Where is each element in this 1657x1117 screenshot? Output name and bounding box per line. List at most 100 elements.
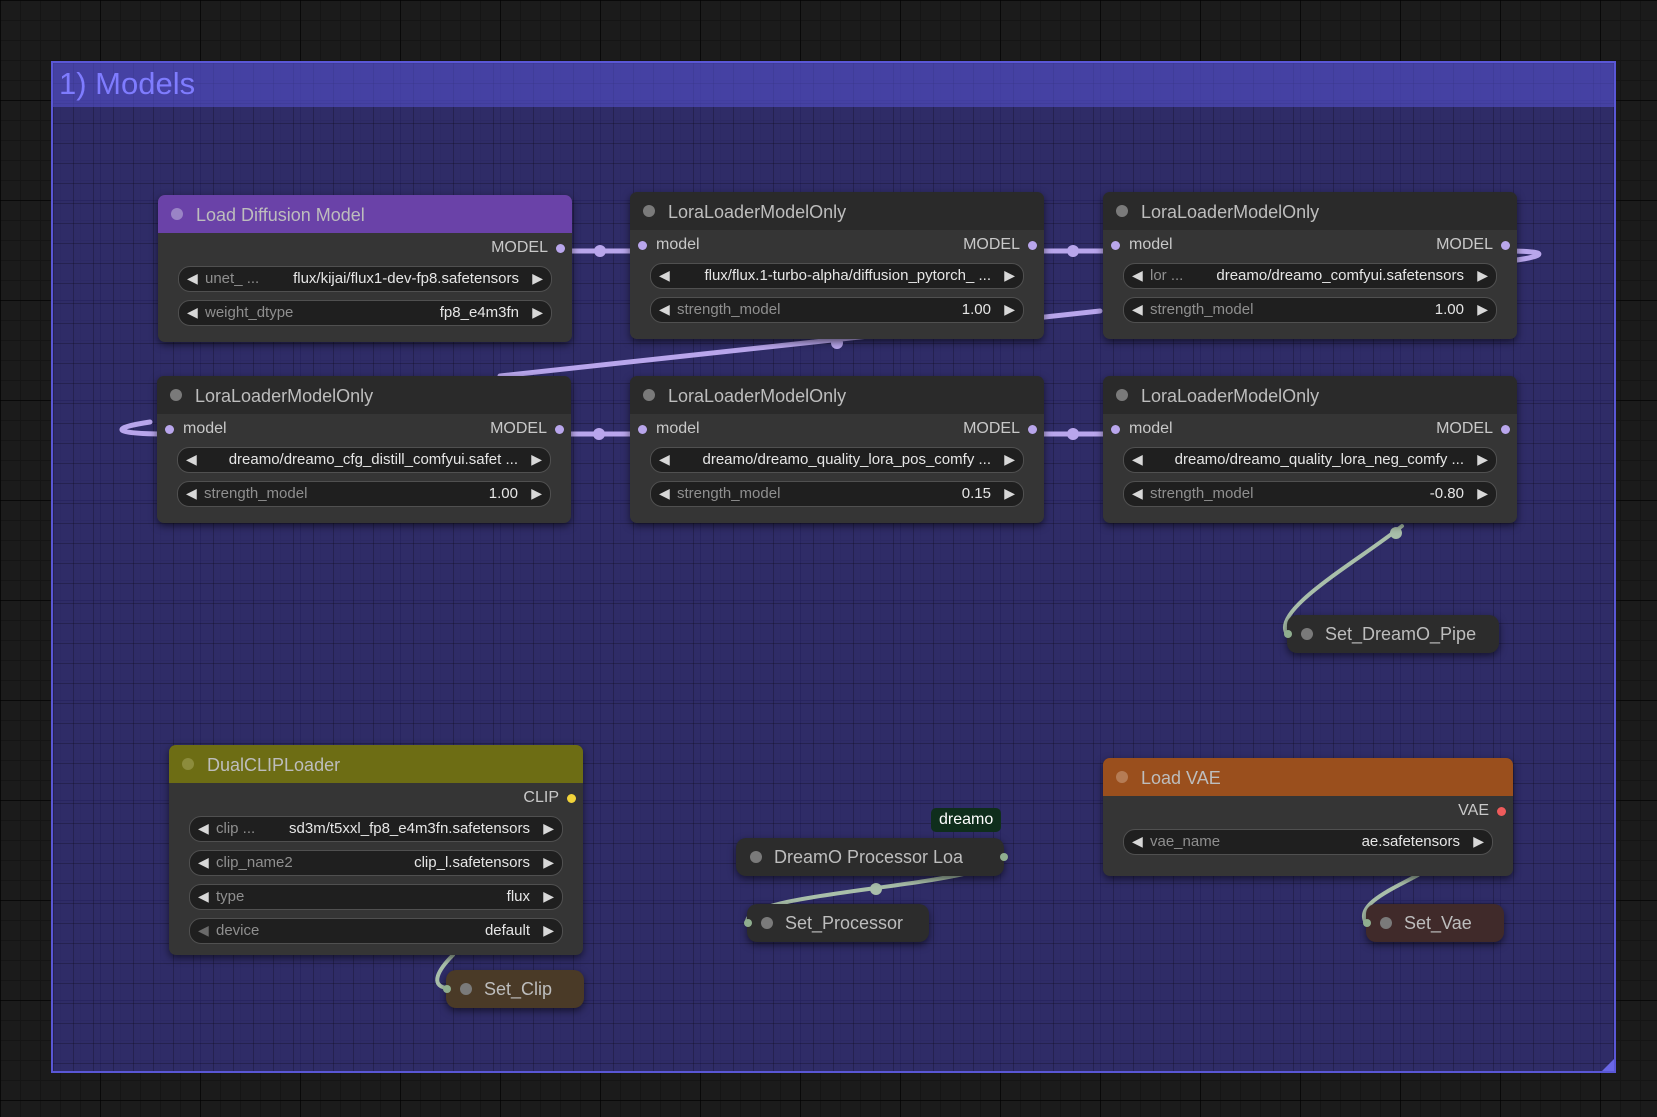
- collapse-dot[interactable]: [1116, 771, 1128, 783]
- widget-strength-model[interactable]: ◀ strength_model 1.00 ▶: [650, 297, 1024, 323]
- node-dreamo-processor-loader[interactable]: DreamO Processor Loa: [736, 838, 1008, 876]
- node-set-vae[interactable]: Set_Vae: [1363, 904, 1504, 942]
- node-title-bar[interactable]: LoraLoaderModelOnly: [1103, 192, 1517, 230]
- input-slot[interactable]: [744, 919, 752, 927]
- increment-arrow-icon[interactable]: ▶: [531, 485, 542, 501]
- decrement-arrow-icon[interactable]: ◀: [186, 485, 197, 501]
- decrement-arrow-icon[interactable]: ◀: [1132, 451, 1143, 467]
- input-slot[interactable]: [1111, 425, 1120, 434]
- node-title-bar[interactable]: LoraLoaderModelOnly: [630, 376, 1044, 414]
- widget-strength-model[interactable]: ◀ strength_model 1.00 ▶: [1123, 297, 1497, 323]
- increment-arrow-icon[interactable]: ▶: [543, 922, 554, 938]
- decrement-arrow-icon[interactable]: ◀: [186, 451, 197, 467]
- collapse-dot[interactable]: [171, 208, 183, 220]
- node-title-bar[interactable]: LoraLoaderModelOnly: [1103, 376, 1517, 414]
- increment-arrow-icon[interactable]: ▶: [532, 270, 543, 286]
- node-title-bar[interactable]: LoraLoaderModelOnly: [157, 376, 571, 414]
- decrement-arrow-icon[interactable]: ◀: [1132, 267, 1143, 283]
- collapse-dot[interactable]: [182, 758, 194, 770]
- output-slot[interactable]: [1000, 853, 1008, 861]
- increment-arrow-icon[interactable]: ▶: [1004, 451, 1015, 467]
- collapse-dot[interactable]: [1380, 917, 1392, 929]
- increment-arrow-icon[interactable]: ▶: [1473, 833, 1484, 849]
- widget-lora-name[interactable]: ◀ dreamo/dreamo_quality_lora_neg_comfy .…: [1123, 447, 1497, 473]
- collapse-dot[interactable]: [1116, 205, 1128, 217]
- node-title-bar[interactable]: Load VAE: [1103, 758, 1513, 796]
- decrement-arrow-icon[interactable]: ◀: [198, 888, 209, 904]
- decrement-arrow-icon[interactable]: ◀: [187, 270, 198, 286]
- widget-clip-name2[interactable]: ◀ clip_name2 clip_l.safetensors ▶: [189, 850, 563, 876]
- widget-lora-name[interactable]: ◀ lor ... dreamo/dreamo_comfyui.safetens…: [1123, 263, 1497, 289]
- increment-arrow-icon[interactable]: ▶: [1004, 267, 1015, 283]
- collapse-dot[interactable]: [643, 389, 655, 401]
- widget-lora-name[interactable]: ◀ flux/flux.1-turbo-alpha/diffusion_pyto…: [650, 263, 1024, 289]
- output-slot[interactable]: [1497, 807, 1506, 816]
- decrement-arrow-icon[interactable]: ◀: [1132, 833, 1143, 849]
- node-load-diffusion-model[interactable]: Load Diffusion Model MODEL ◀ unet_ ... f…: [158, 195, 572, 342]
- widget-lora-name[interactable]: ◀ dreamo/dreamo_quality_lora_pos_comfy .…: [650, 447, 1024, 473]
- input-slot[interactable]: [1284, 630, 1292, 638]
- decrement-arrow-icon[interactable]: ◀: [1132, 485, 1143, 501]
- input-slot[interactable]: [638, 425, 647, 434]
- collapse-dot[interactable]: [1116, 389, 1128, 401]
- node-title-bar[interactable]: LoraLoaderModelOnly: [630, 192, 1044, 230]
- input-slot[interactable]: [1363, 919, 1371, 927]
- widget-type[interactable]: ◀ type flux ▶: [189, 884, 563, 910]
- output-slot[interactable]: [556, 244, 565, 253]
- node-set-clip[interactable]: Set_Clip: [443, 970, 584, 1008]
- group-header[interactable]: 1) Models: [53, 63, 1614, 107]
- decrement-arrow-icon[interactable]: ◀: [198, 820, 209, 836]
- node-lora-loader-1[interactable]: LoraLoaderModelOnly model MODEL ◀ flux/f…: [630, 192, 1044, 339]
- input-slot[interactable]: [1111, 241, 1120, 250]
- decrement-arrow-icon[interactable]: ◀: [187, 304, 198, 320]
- widget-unet-name[interactable]: ◀ unet_ ... flux/kijai/flux1-dev-fp8.saf…: [178, 266, 552, 292]
- widget-device[interactable]: ◀ device default ▶: [189, 918, 563, 944]
- node-lora-loader-5[interactable]: LoraLoaderModelOnly model MODEL ◀ dreamo…: [1103, 376, 1517, 523]
- collapse-dot[interactable]: [170, 389, 182, 401]
- node-lora-loader-3[interactable]: LoraLoaderModelOnly model MODEL ◀ dreamo…: [157, 376, 571, 523]
- output-slot[interactable]: [1501, 425, 1510, 434]
- decrement-arrow-icon[interactable]: ◀: [659, 301, 670, 317]
- decrement-arrow-icon[interactable]: ◀: [1132, 301, 1143, 317]
- collapse-dot[interactable]: [761, 917, 773, 929]
- increment-arrow-icon[interactable]: ▶: [1477, 267, 1488, 283]
- node-dual-clip-loader[interactable]: DualCLIPLoader CLIP ◀ clip ... sd3m/t5xx…: [169, 745, 583, 955]
- widget-strength-model[interactable]: ◀ strength_model 1.00 ▶: [177, 481, 551, 507]
- group-resize-handle[interactable]: [1602, 1059, 1614, 1071]
- output-slot[interactable]: [1501, 241, 1510, 250]
- increment-arrow-icon[interactable]: ▶: [543, 888, 554, 904]
- node-load-vae[interactable]: Load VAE VAE ◀ vae_name ae.safetensors ▶: [1103, 758, 1513, 876]
- widget-strength-model[interactable]: ◀ strength_model -0.80 ▶: [1123, 481, 1497, 507]
- decrement-arrow-icon[interactable]: ◀: [198, 922, 209, 938]
- collapse-dot[interactable]: [1301, 628, 1313, 640]
- widget-vae-name[interactable]: ◀ vae_name ae.safetensors ▶: [1123, 829, 1493, 855]
- increment-arrow-icon[interactable]: ▶: [1004, 301, 1015, 317]
- input-slot[interactable]: [638, 241, 647, 250]
- increment-arrow-icon[interactable]: ▶: [543, 820, 554, 836]
- decrement-arrow-icon[interactable]: ◀: [659, 485, 670, 501]
- decrement-arrow-icon[interactable]: ◀: [659, 451, 670, 467]
- collapse-dot[interactable]: [460, 983, 472, 995]
- collapse-dot[interactable]: [750, 851, 762, 863]
- node-title-bar[interactable]: Load Diffusion Model: [158, 195, 572, 233]
- input-slot[interactable]: [165, 425, 174, 434]
- output-slot[interactable]: [567, 794, 576, 803]
- increment-arrow-icon[interactable]: ▶: [532, 304, 543, 320]
- widget-strength-model[interactable]: ◀ strength_model 0.15 ▶: [650, 481, 1024, 507]
- increment-arrow-icon[interactable]: ▶: [1004, 485, 1015, 501]
- increment-arrow-icon[interactable]: ▶: [543, 854, 554, 870]
- increment-arrow-icon[interactable]: ▶: [1477, 301, 1488, 317]
- node-title-bar[interactable]: DualCLIPLoader: [169, 745, 583, 783]
- increment-arrow-icon[interactable]: ▶: [531, 451, 542, 467]
- collapse-dot[interactable]: [643, 205, 655, 217]
- increment-arrow-icon[interactable]: ▶: [1477, 451, 1488, 467]
- node-set-processor[interactable]: Set_Processor: [744, 904, 929, 942]
- decrement-arrow-icon[interactable]: ◀: [198, 854, 209, 870]
- increment-arrow-icon[interactable]: ▶: [1477, 485, 1488, 501]
- output-slot[interactable]: [1028, 241, 1037, 250]
- decrement-arrow-icon[interactable]: ◀: [659, 267, 670, 283]
- output-slot[interactable]: [555, 425, 564, 434]
- widget-lora-name[interactable]: ◀ dreamo/dreamo_cfg_distill_comfyui.safe…: [177, 447, 551, 473]
- widget-clip-name1[interactable]: ◀ clip ... sd3m/t5xxl_fp8_e4m3fn.safeten…: [189, 816, 563, 842]
- node-lora-loader-4[interactable]: LoraLoaderModelOnly model MODEL ◀ dreamo…: [630, 376, 1044, 523]
